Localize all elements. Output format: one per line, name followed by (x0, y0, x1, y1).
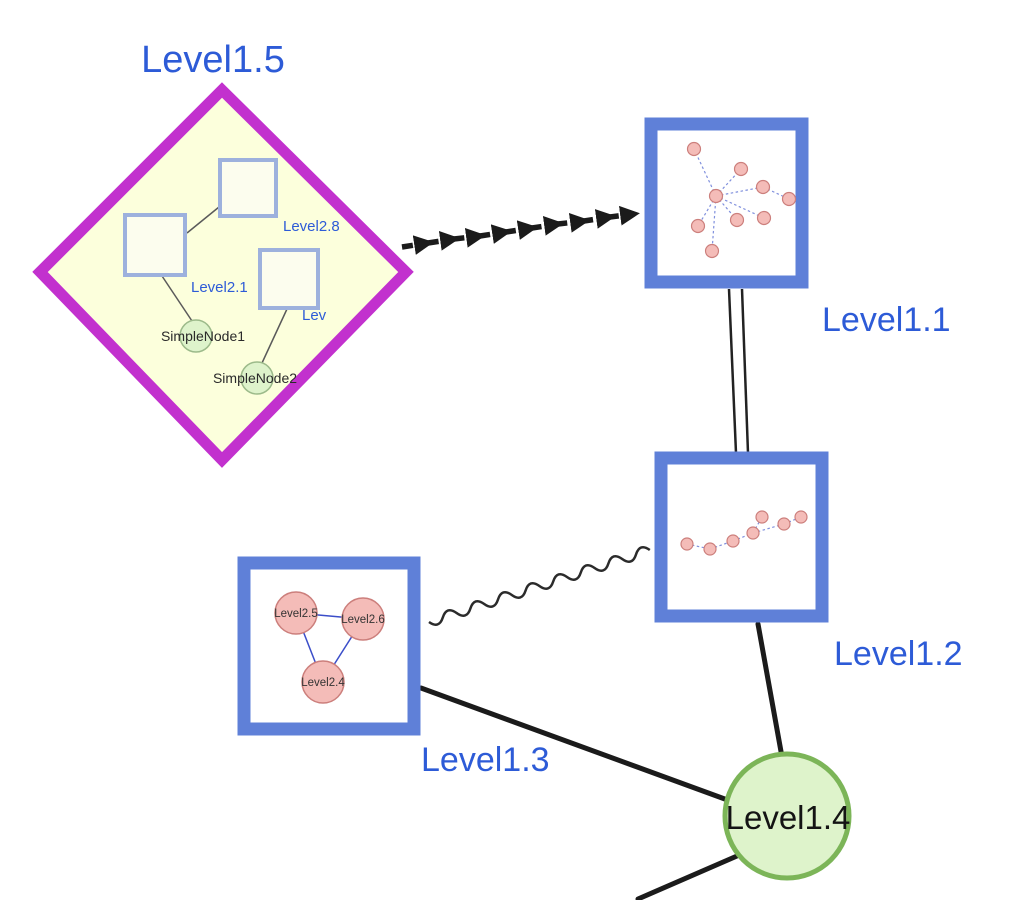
mini-node[interactable] (680, 537, 694, 551)
mini-node[interactable] (781, 191, 797, 207)
label-level15: Level1.5 (141, 39, 285, 81)
node-simplenode1[interactable] (179, 319, 213, 353)
mini-node[interactable] (733, 161, 749, 177)
mini-edge[interactable] (715, 195, 765, 219)
mini-node[interactable] (756, 210, 772, 226)
node-level11: Level1.1 (644, 117, 951, 339)
edge-level13-level12[interactable] (428, 545, 651, 626)
mini-node[interactable] (777, 517, 791, 531)
node-lev[interactable] (258, 248, 320, 310)
label-simplenode2: SimpleNode2 (213, 370, 297, 386)
edge-level14-offscreen[interactable] (635, 853, 740, 900)
mini-node[interactable] (729, 212, 745, 228)
mini-node[interactable] (703, 542, 717, 556)
mini-node[interactable] (704, 243, 720, 259)
edge-level21-level28[interactable] (186, 206, 220, 234)
label-level14: Level1.4 (726, 799, 851, 836)
mini-edge[interactable] (732, 532, 754, 542)
level12-inner-graph (680, 510, 808, 556)
label-simplenode1: SimpleNode1 (161, 328, 245, 344)
node-level25[interactable] (274, 591, 318, 635)
mini-node[interactable] (690, 218, 706, 234)
mini-node[interactable] (755, 510, 769, 524)
edge-level21-simplenode1[interactable] (161, 275, 193, 322)
level11-frame[interactable] (644, 117, 809, 289)
mini-node[interactable] (755, 179, 771, 195)
mini-node[interactable] (794, 510, 808, 524)
mini-node[interactable] (686, 141, 702, 157)
node-level14-group: Level1.4 (722, 751, 852, 881)
edges (401, 205, 785, 900)
node-level21[interactable] (123, 213, 187, 277)
mini-node[interactable] (746, 526, 760, 540)
node-level13: Level2.5 Level2.6 Level2.4 Level1.3 (237, 556, 550, 779)
level15-diamond-shape[interactable] (32, 82, 414, 468)
edge-lev-simplenode2[interactable] (261, 308, 288, 364)
label-level26: Level2.6 (341, 614, 384, 626)
node-level26[interactable] (341, 597, 385, 641)
label-level12: Level1.2 (834, 635, 963, 673)
node-simplenode2[interactable] (240, 361, 274, 395)
label-lev: Lev (302, 307, 327, 324)
node-level28[interactable] (218, 158, 278, 218)
node-level24[interactable] (301, 660, 345, 704)
label-level24: Level2.4 (301, 677, 345, 689)
label-level28: Level2.8 (283, 218, 340, 235)
level13-inner-graph: Level2.5 Level2.6 Level2.4 (274, 591, 385, 704)
node-level15: Level2.8 Level2.1 Lev SimpleNode1 Simple… (32, 39, 414, 468)
mini-edge[interactable] (711, 195, 717, 252)
label-level21: Level2.1 (191, 279, 248, 296)
node-level12: Level1.2 (654, 451, 963, 673)
edge-level13-level14[interactable] (418, 685, 736, 805)
mini-node[interactable] (726, 534, 740, 548)
mini-node[interactable] (708, 188, 724, 204)
mini-edge[interactable] (686, 543, 711, 550)
level12-frame[interactable] (654, 451, 829, 623)
edge-level11-level12[interactable] (727, 288, 750, 454)
edge-level15-level11[interactable] (401, 205, 640, 255)
edge-level12-level14[interactable] (755, 621, 785, 760)
label-level13: Level1.3 (421, 741, 550, 779)
label-level25: Level2.5 (274, 608, 317, 620)
level13-frame[interactable] (237, 556, 421, 736)
mini-edge[interactable] (693, 148, 717, 197)
label-level11: Level1.1 (822, 301, 951, 339)
node-level14[interactable] (722, 751, 852, 881)
level11-inner-graph (686, 141, 797, 259)
